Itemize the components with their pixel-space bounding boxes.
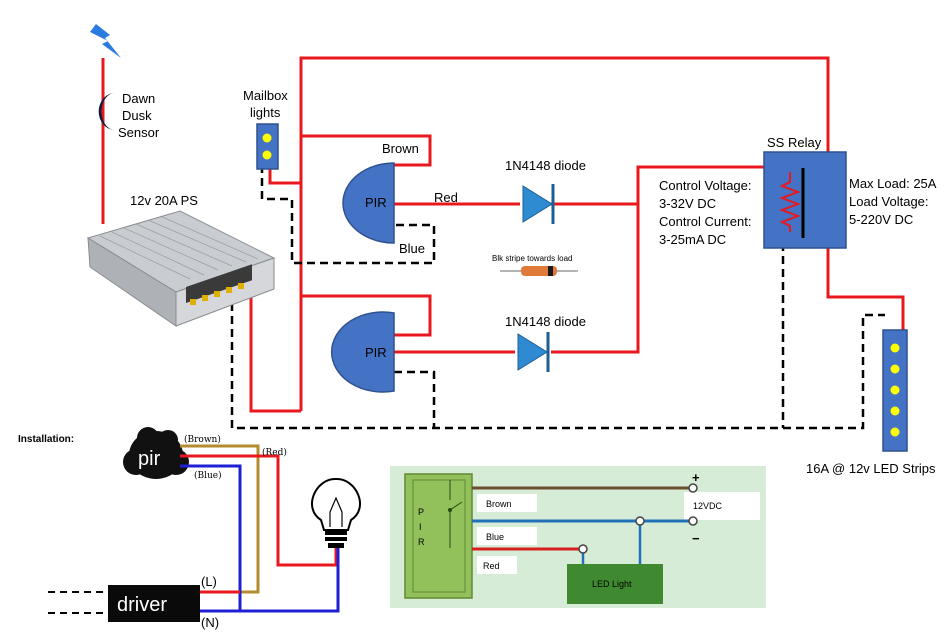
power-supply: [86, 210, 276, 327]
dashed-wires: [230, 165, 885, 430]
relay-label: SS Relay: [767, 135, 822, 150]
driver-label: driver: [117, 594, 167, 616]
load-label-1: Max Load: 25A: [849, 176, 937, 191]
inset-led-label: LED Light: [592, 579, 632, 589]
moon-icon: [98, 93, 115, 130]
pir-label-2: PIR: [365, 345, 387, 360]
inset-red-label: Red: [483, 561, 500, 571]
mailbox-label-2: lights: [250, 105, 281, 120]
pir-label-1: PIR: [365, 195, 387, 210]
control-label-2: 3-32V DC: [659, 196, 716, 211]
red-wires: [249, 56, 905, 413]
bulb-icon: [311, 477, 361, 548]
diode-label-1: 1N4148 diode: [505, 158, 586, 173]
inset-panel: [390, 466, 766, 608]
blue-label: Blue: [399, 241, 425, 256]
load-label-3: 5-220V DC: [849, 212, 913, 227]
control-label-4: 3-25mA DC: [659, 232, 726, 247]
sensor-label-2: Dusk: [122, 108, 152, 123]
inset-pir-r: R: [418, 537, 425, 547]
led-strip-label: 16A @ 12v LED Strips: [806, 461, 936, 476]
inset-supply-label: 12VDC: [693, 501, 723, 511]
inset-blue-label: Blue: [486, 532, 504, 542]
l-label: (L): [201, 574, 217, 589]
driver-box: [48, 585, 200, 622]
inset-minus: −: [692, 531, 700, 546]
install-brown-label: (Brown): [184, 434, 221, 445]
diode-photo: [500, 266, 578, 276]
install-blue-label: (Blue): [194, 470, 222, 481]
pir-cloud: [123, 427, 189, 479]
inset-pir-p: P: [418, 507, 424, 517]
install-red-label: (Red): [262, 447, 287, 458]
install-pir-label: pir: [138, 448, 161, 470]
control-label-1: Control Voltage:: [659, 178, 752, 193]
brown-label: Brown: [382, 141, 419, 156]
sensor-label-1: Dawn: [122, 91, 155, 106]
mailbox-label-1: Mailbox: [243, 88, 288, 103]
sensor-label-3: Sensor: [118, 125, 160, 140]
pir-sensor-1: [342, 162, 395, 244]
red-label: Red: [434, 190, 458, 205]
pir-sensor-2: [331, 311, 395, 393]
ss-relay: [763, 151, 847, 249]
diode-note: Blk stripe towards load: [492, 254, 572, 263]
control-label-3: Control Current:: [659, 214, 751, 229]
n-label: (N): [201, 615, 219, 630]
load-label-2: Load Voltage:: [849, 194, 929, 209]
diode-1: [522, 184, 555, 224]
inset-plus: +: [692, 470, 700, 485]
inset-pir-i: I: [419, 522, 422, 532]
diode-2: [517, 332, 550, 372]
diode-label-2: 1N4148 diode: [505, 314, 586, 329]
ps-label: 12v 20A PS: [130, 193, 198, 208]
lightning-icon: [90, 24, 121, 58]
inset-brown-label: Brown: [486, 499, 512, 509]
installation-title: Installation:: [18, 434, 74, 445]
led-strip: [882, 329, 908, 452]
install-wires: [180, 444, 340, 613]
mailbox-lights: [256, 123, 279, 170]
